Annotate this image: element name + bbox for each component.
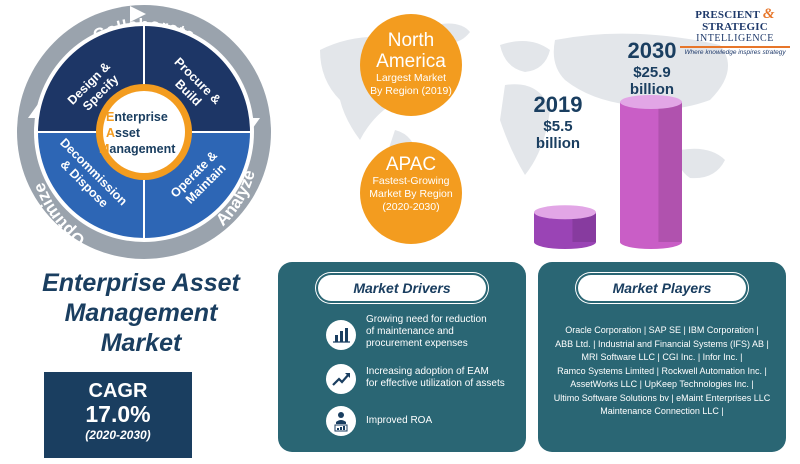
largest-region-line2: Largest Market <box>375 72 447 84</box>
fastest-region-circle: APAC Fastest-Growing Market By Region (2… <box>360 142 462 244</box>
bar-label-2030: 2030 $25.9 billion <box>612 38 692 98</box>
driver-item-2: Increasing adoption of EAM for effective… <box>366 366 521 390</box>
center-letter-m: M <box>99 142 109 156</box>
drivers-heading: Market Drivers <box>318 275 486 301</box>
player-line: MRI Software LLC | CGI Inc. | Infor Inc.… <box>581 352 743 362</box>
players-list: Oracle Corporation | SAP SE | IBM Corpor… <box>542 324 782 419</box>
player-line: Ultimo Software Solutions bv | eMaint En… <box>553 392 771 403</box>
bar-label-2019: 2019 $5.5 billion <box>516 92 600 152</box>
logo-divider <box>680 46 790 48</box>
center-word-management: anagement <box>109 142 176 156</box>
driver-2-line-2: for effective utilization of assets <box>366 378 505 389</box>
cagr-value: 17.0% <box>85 401 151 427</box>
largest-region-name: North America <box>376 30 446 72</box>
bar-year-2019: 2019 <box>533 92 583 117</box>
logo-ampersand: & <box>762 6 775 22</box>
center-circle-inner <box>103 91 185 173</box>
cagr-box: CAGR 17.0% (2020-2030) <box>44 372 192 458</box>
trend-up-icon <box>326 364 356 394</box>
player-line: Oracle Corporation | SAP SE | IBM Corpor… <box>565 325 759 335</box>
driver-1-line-3: procurement expenses <box>366 338 468 349</box>
fastest-region-name: APAC <box>385 154 437 175</box>
largest-region-circle: North America Largest Market By Region (… <box>360 14 462 116</box>
fastest-region-line4: (2020-2030) <box>382 201 440 213</box>
center-letter-a: A <box>106 126 115 140</box>
svg-text:Management: Management <box>99 142 176 156</box>
bar-unit-2019: billion <box>535 135 581 152</box>
bar-chart-icon <box>326 320 356 350</box>
fastest-region-line3: Market By Region <box>369 188 453 200</box>
bar-unit-2030: billion <box>629 81 675 98</box>
driver-1-line-1: Growing need for reduction <box>366 314 487 325</box>
svg-text:Enterprise: Enterprise <box>106 110 168 124</box>
player-line: ABB Ltd. | Industrial and Financial Syst… <box>555 338 769 349</box>
bar-amount-2019: $5.5 <box>543 118 573 135</box>
lifecycle-diagram: Collaborate Optimize Analyze Design & Sp… <box>17 5 271 259</box>
title-line-1: Enterprise Asset <box>42 269 240 297</box>
logo-word-3: INTELLIGENCE <box>696 33 774 44</box>
driver-1-line-2: of maintenance and <box>366 326 454 337</box>
center-word-enterprise: nterprise <box>114 110 168 124</box>
largest-region-line3: By Region (2019) <box>370 85 452 97</box>
cagr-label: CAGR <box>88 380 148 402</box>
cagr-period: (2020-2030) <box>85 428 151 442</box>
center-word-asset: sset <box>115 126 141 140</box>
brand-logo: PRESCIENT & STRATEGIC INTELLIGENCE Where… <box>676 6 794 56</box>
driver-2-line-1: Increasing adoption of EAM <box>366 366 489 377</box>
bar-2030 <box>620 95 682 249</box>
driver-3-line-1: Improved ROA <box>366 415 433 426</box>
bar-amount-2030: $25.9 <box>633 64 671 81</box>
title-line-2: Management <box>64 299 218 327</box>
driver-item-1: Growing need for reduction of maintenanc… <box>366 314 516 350</box>
player-line: Maintenance Connection LLC | <box>600 406 724 416</box>
logo-tagline: Where knowledge inspires strategy <box>684 49 786 56</box>
logo-word-1: PRESCIENT <box>695 9 760 21</box>
title-line-3: Market <box>100 329 182 357</box>
player-line: Ramco Systems Limited | Rockwell Automat… <box>557 365 767 376</box>
bar-2019 <box>534 205 596 249</box>
ring-arrow-top <box>130 6 146 22</box>
player-line: AssetWorks LLC | UpKeep Technologies Inc… <box>570 379 754 389</box>
person-chart-icon <box>326 406 356 436</box>
fastest-region-line2: Fastest-Growing <box>372 175 450 187</box>
market-size-chart <box>534 95 682 249</box>
center-letter-e: E <box>106 110 114 124</box>
players-heading: Market Players <box>578 275 746 301</box>
logo-word-2: STRATEGIC <box>702 21 768 33</box>
bar-year-2030: 2030 <box>627 38 677 63</box>
driver-item-3: Improved ROA <box>366 415 516 427</box>
page-title: Enterprise Asset Management Market <box>16 268 266 358</box>
svg-text:Asset: Asset <box>106 126 141 140</box>
